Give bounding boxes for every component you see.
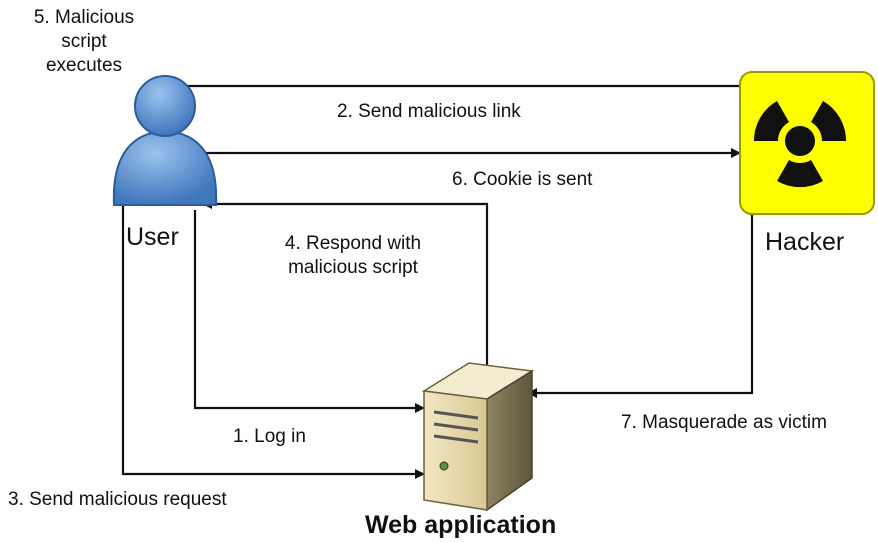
step1-label: 1. Log in bbox=[233, 426, 306, 447]
step4-label: 4. Respond with malicious script bbox=[248, 232, 458, 280]
step6-label: 6. Cookie is sent bbox=[452, 169, 593, 190]
step5-line2: script bbox=[61, 31, 107, 52]
step5-label: 5. Malicious script executes bbox=[18, 6, 150, 78]
arrow-log-in bbox=[193, 210, 425, 413]
user-label: User bbox=[126, 223, 179, 251]
arrow-respond-malicious-script bbox=[202, 199, 489, 368]
step4-line2: malicious script bbox=[288, 257, 418, 278]
step5-line3: executes bbox=[45, 55, 123, 76]
step2-label: 2. Send malicious link bbox=[337, 101, 521, 122]
arrow-send-malicious-request bbox=[121, 195, 425, 479]
user-icon bbox=[112, 75, 218, 206]
hacker-label: Hacker bbox=[765, 228, 845, 256]
step4-line1: 4. Respond with bbox=[284, 233, 422, 254]
step5-line1: 5. Malicious bbox=[33, 7, 135, 28]
step7-label: 7. Masquerade as victim bbox=[621, 412, 827, 433]
web-app-label: Web application bbox=[365, 511, 557, 539]
arrow-masquerade-as-victim bbox=[527, 215, 754, 398]
radiation-icon bbox=[739, 71, 875, 215]
server-icon bbox=[421, 362, 535, 512]
step3-label: 3. Send malicious request bbox=[8, 489, 227, 510]
